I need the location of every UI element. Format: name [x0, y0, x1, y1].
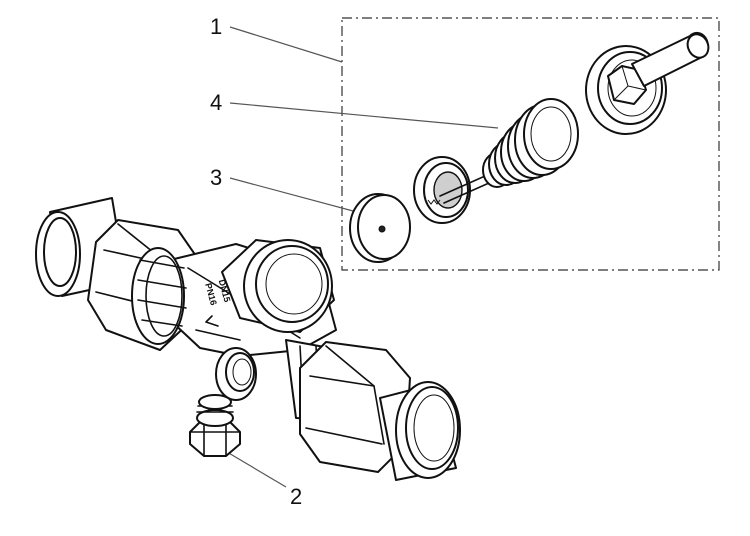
callout-3: 3 [210, 165, 222, 190]
bonnet-spindle [585, 31, 710, 135]
leader-lines [226, 26, 499, 488]
valve-body: DN15 PN16 [35, 197, 461, 481]
spring-coils [482, 98, 579, 188]
callout-4: 4 [210, 90, 222, 115]
callout-1: 1 [210, 14, 222, 39]
part-3-disc [349, 193, 411, 263]
kit-frame [341, 17, 720, 271]
callout-2: 2 [290, 484, 302, 509]
flow-arrow [205, 315, 219, 327]
part-2-plug [189, 394, 241, 457]
spring-assembly [413, 98, 579, 224]
